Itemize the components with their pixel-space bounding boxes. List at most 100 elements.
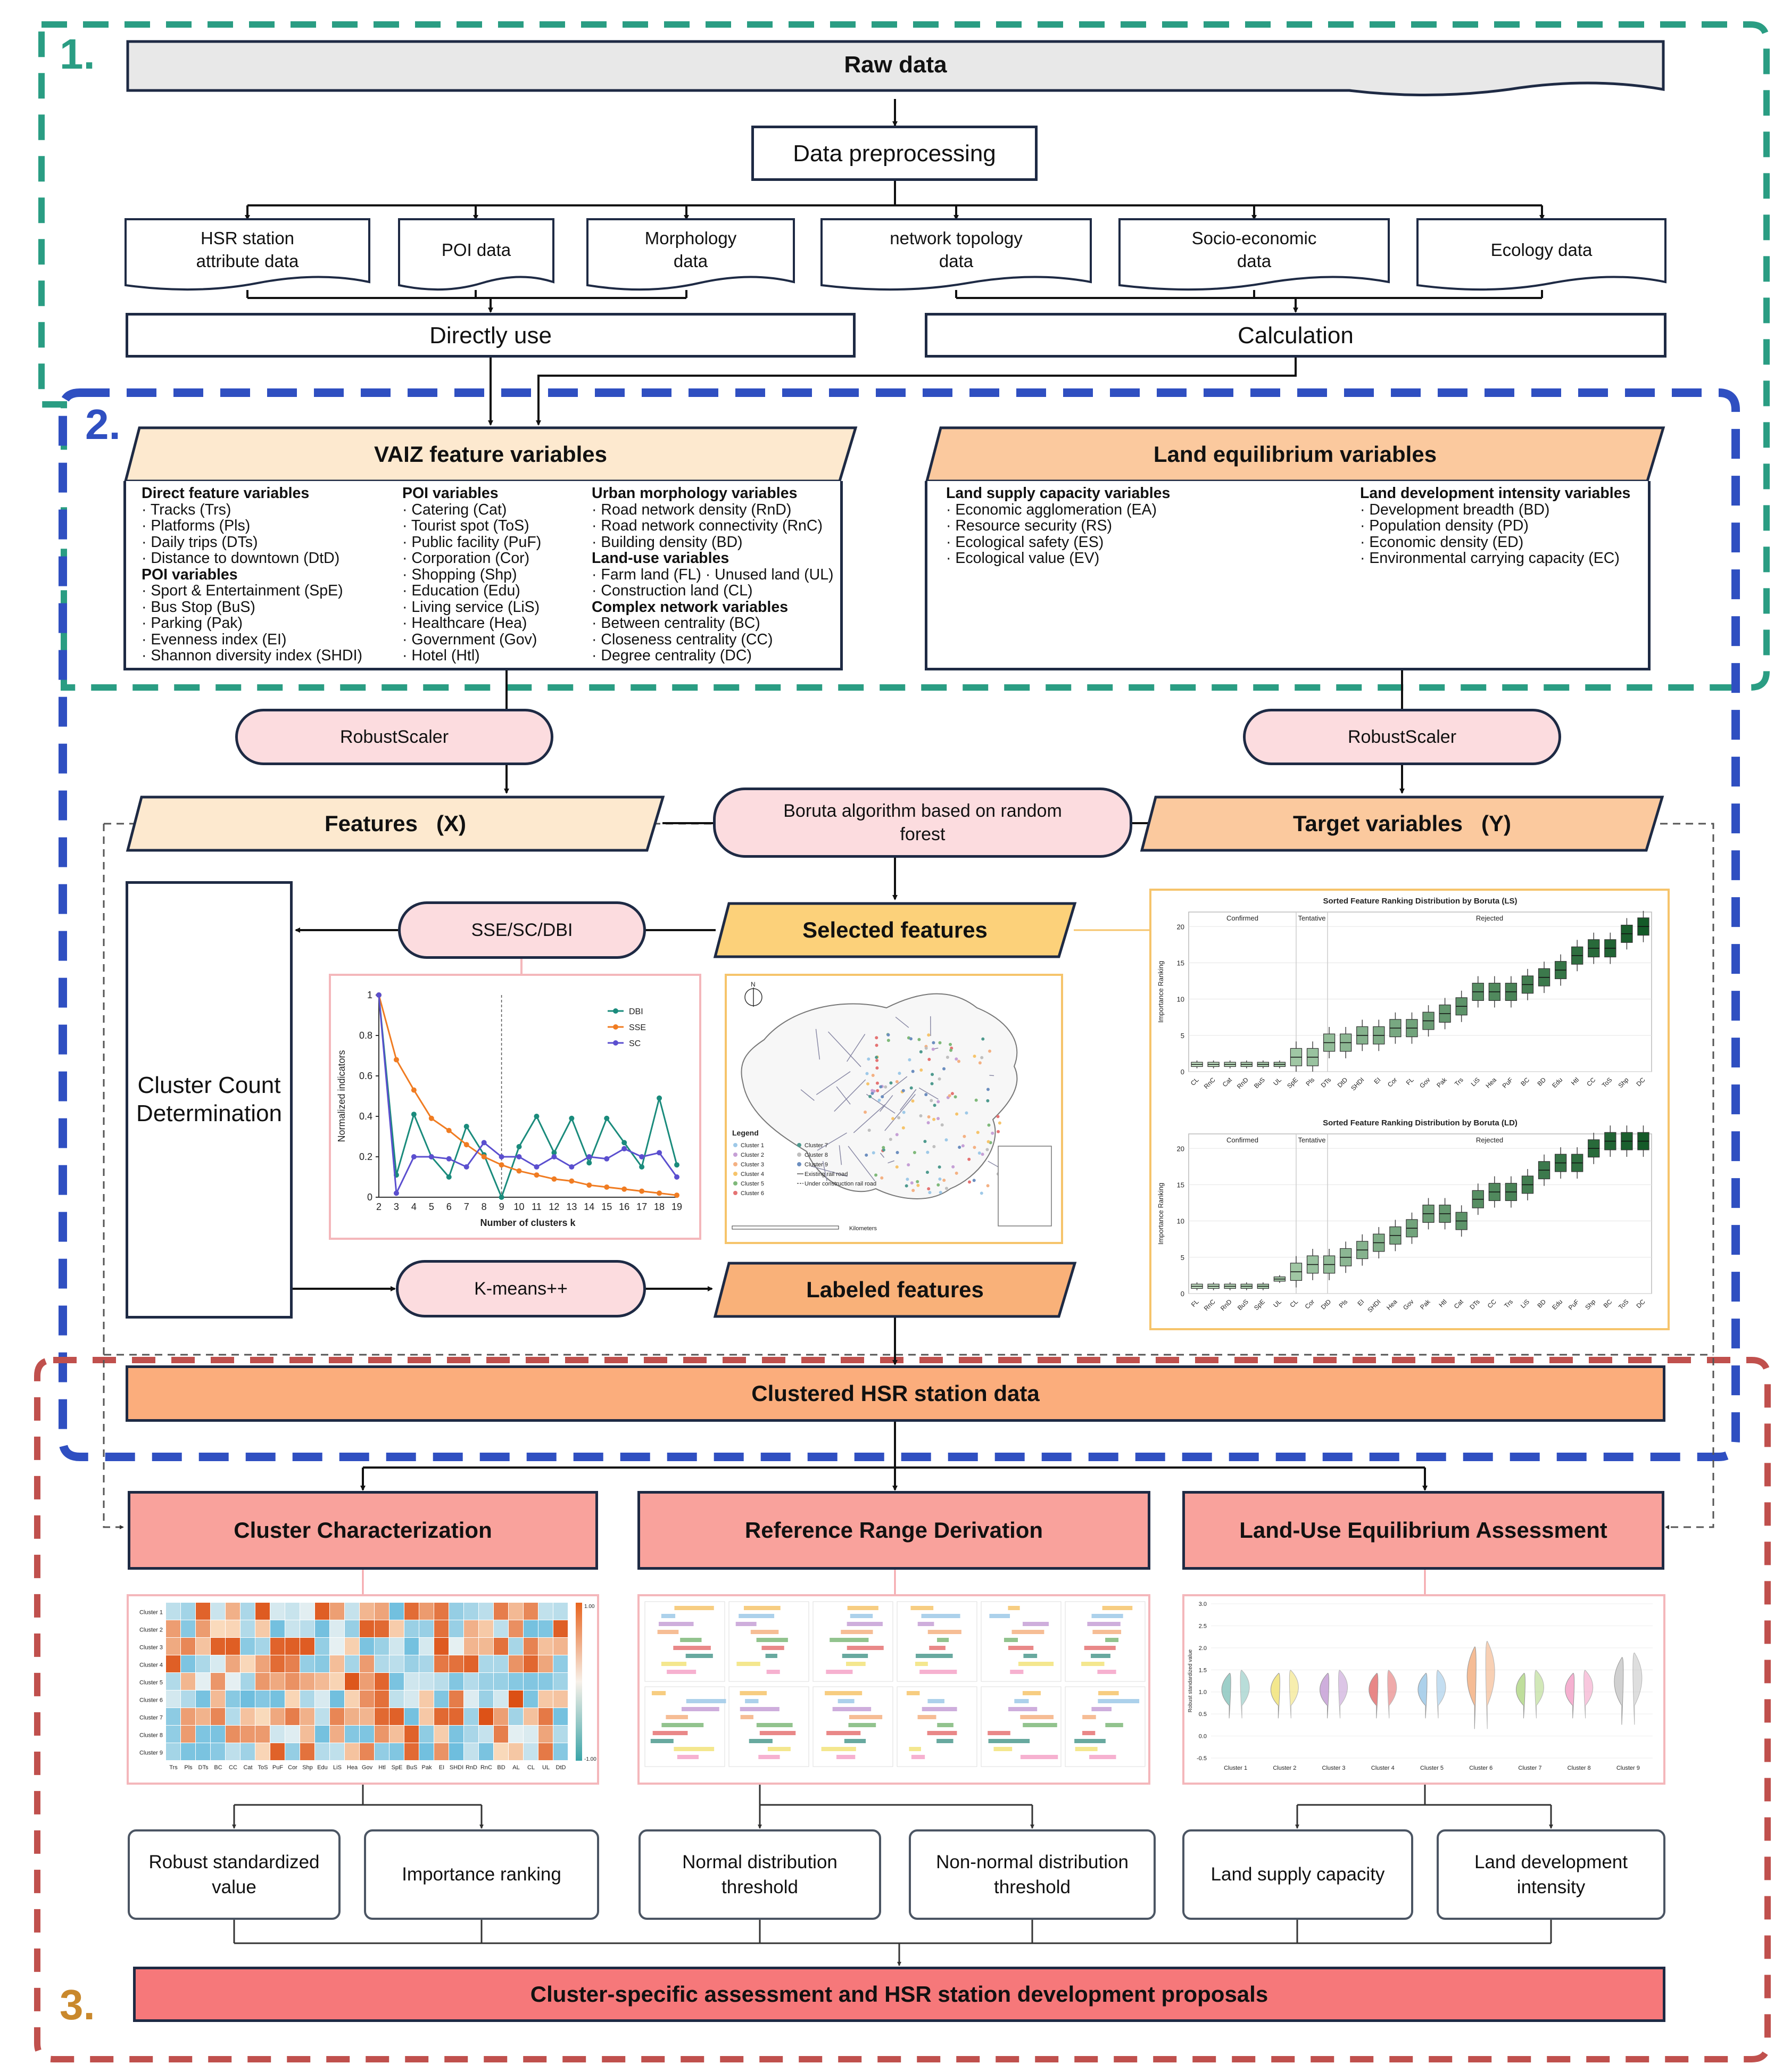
range-bar — [988, 1731, 1010, 1735]
heatmap-cell — [181, 1726, 195, 1743]
series-point-sc — [621, 1146, 627, 1151]
range-bar — [927, 1630, 961, 1634]
range-bar — [821, 1747, 856, 1751]
heatmap-cell — [553, 1690, 568, 1708]
heatmap-cell — [389, 1638, 404, 1655]
sse-sc-dbi-box: SSE/SC/DBI — [398, 901, 646, 959]
variable-item: · Parking (Pak) — [142, 615, 243, 632]
station-dot — [923, 1140, 927, 1143]
doc-shape — [586, 218, 795, 291]
station-dot — [958, 1146, 961, 1149]
data-source-doc-3 — [586, 218, 795, 291]
heatmap-col-label: Htl — [378, 1764, 385, 1771]
violin-left — [1221, 1672, 1231, 1719]
robust-std-line-1: Robust standardized — [148, 1851, 320, 1872]
heatmap-cell — [241, 1638, 255, 1655]
station-dot — [998, 1121, 1001, 1125]
heatmap-cell — [538, 1673, 553, 1690]
station-dot — [905, 1184, 908, 1188]
x-tick-label: Cor — [1304, 1298, 1316, 1311]
heatmap-col-label: Pak — [422, 1764, 432, 1771]
variable-item: · Environmental carrying capacity (EC) — [1360, 550, 1620, 567]
x-tick-label: FL — [1190, 1298, 1200, 1308]
violin-right — [1289, 1670, 1299, 1719]
station-dot — [917, 1038, 921, 1041]
heatmap-cell — [345, 1726, 359, 1743]
variable-group-heading: Complex network variables — [592, 598, 789, 616]
heatmap-cell — [449, 1726, 463, 1743]
x-tick-label: BuS — [1253, 1076, 1266, 1090]
rail-line — [881, 1076, 908, 1097]
heatmap-cell — [166, 1620, 180, 1637]
range-bar — [743, 1606, 781, 1610]
heatmap-cell — [538, 1708, 553, 1725]
violin-right — [1338, 1670, 1348, 1719]
heatmap-cell — [464, 1673, 478, 1690]
x-tick-label: DtD — [1320, 1298, 1333, 1311]
data-source-doc-4 — [820, 218, 1092, 291]
heatmap-cell — [315, 1655, 329, 1672]
heatmap-cell — [553, 1620, 568, 1637]
heatmap-cell — [419, 1620, 434, 1637]
station-dot — [879, 1085, 883, 1089]
land-use-assessment-box: Land-Use Equilibrium Assessment — [1182, 1491, 1664, 1570]
heatmap-cell — [255, 1638, 270, 1655]
heatmap-cell — [285, 1638, 300, 1655]
y-tick-label: 0 — [1181, 1290, 1184, 1298]
scale-label: Kilometers — [849, 1225, 877, 1232]
source-line-1: POI data — [441, 239, 511, 260]
range-bar — [927, 1699, 944, 1703]
x-tick-label: 7 — [464, 1201, 469, 1212]
heatmap-cell — [553, 1743, 568, 1760]
rail-line — [836, 1086, 851, 1105]
range-bar — [847, 1606, 878, 1610]
heatmap-cell — [285, 1726, 300, 1743]
heatmap-row-label: Cluster 5 — [139, 1679, 163, 1686]
heatmap-cell — [270, 1638, 285, 1655]
station-dot — [898, 1072, 901, 1075]
range-bar — [761, 1646, 784, 1650]
heatmap-cell — [166, 1743, 180, 1760]
heatmap-cell — [449, 1655, 463, 1672]
x-tick-label: CL — [1288, 1298, 1299, 1309]
x-tick-label: BC — [1602, 1298, 1614, 1309]
heatmap-cell — [449, 1708, 463, 1725]
rail-line — [884, 1093, 916, 1131]
station-dot — [940, 1123, 944, 1127]
chart-title: Sorted Feature Ranking Distribution by B… — [1323, 1118, 1518, 1128]
station-dot — [927, 1115, 931, 1118]
heatmap-cell — [375, 1726, 389, 1743]
legend-marker — [797, 1143, 801, 1147]
x-tick-label: Trs — [1503, 1298, 1514, 1309]
heatmap-cell — [360, 1673, 374, 1690]
heatmap-cell — [553, 1638, 568, 1655]
variable-group-heading: Land development intensity variables — [1360, 485, 1631, 502]
variable-item: · Building density (BD) — [592, 533, 743, 551]
station-dot — [967, 1157, 971, 1161]
range-bar — [666, 1715, 688, 1719]
range-bar — [1105, 1638, 1119, 1642]
heatmap-cell — [300, 1673, 314, 1690]
labeled-features-label: Labeled features — [806, 1277, 984, 1302]
x-tick-label: Shp — [1617, 1076, 1630, 1089]
x-tick-label: BD — [1536, 1076, 1547, 1088]
heatmap-cell — [330, 1743, 344, 1760]
heatmap-cell — [494, 1638, 508, 1655]
vaiz-title: VAIZ feature variables — [374, 442, 608, 467]
range-bar — [667, 1670, 696, 1674]
heatmap-cell — [241, 1673, 255, 1690]
range-bar — [740, 1707, 780, 1711]
y-tick-label: 0 — [1181, 1068, 1184, 1076]
map-legend-item: Cluster 5 — [741, 1181, 764, 1187]
variable-item: · Daily trips (DTs) — [142, 533, 258, 551]
heatmap-cell — [270, 1690, 285, 1708]
series-point-sse — [446, 1128, 452, 1133]
heatmap-cell — [419, 1638, 434, 1655]
heatmap-cell — [255, 1726, 270, 1743]
data-source-doc-6 — [1416, 218, 1666, 291]
heatmap-cell — [226, 1603, 240, 1620]
station-dot — [927, 1187, 931, 1191]
x-tick-label: Shp — [1583, 1298, 1597, 1311]
heatmap-cell — [196, 1620, 210, 1637]
range-subplot — [1065, 1601, 1146, 1682]
